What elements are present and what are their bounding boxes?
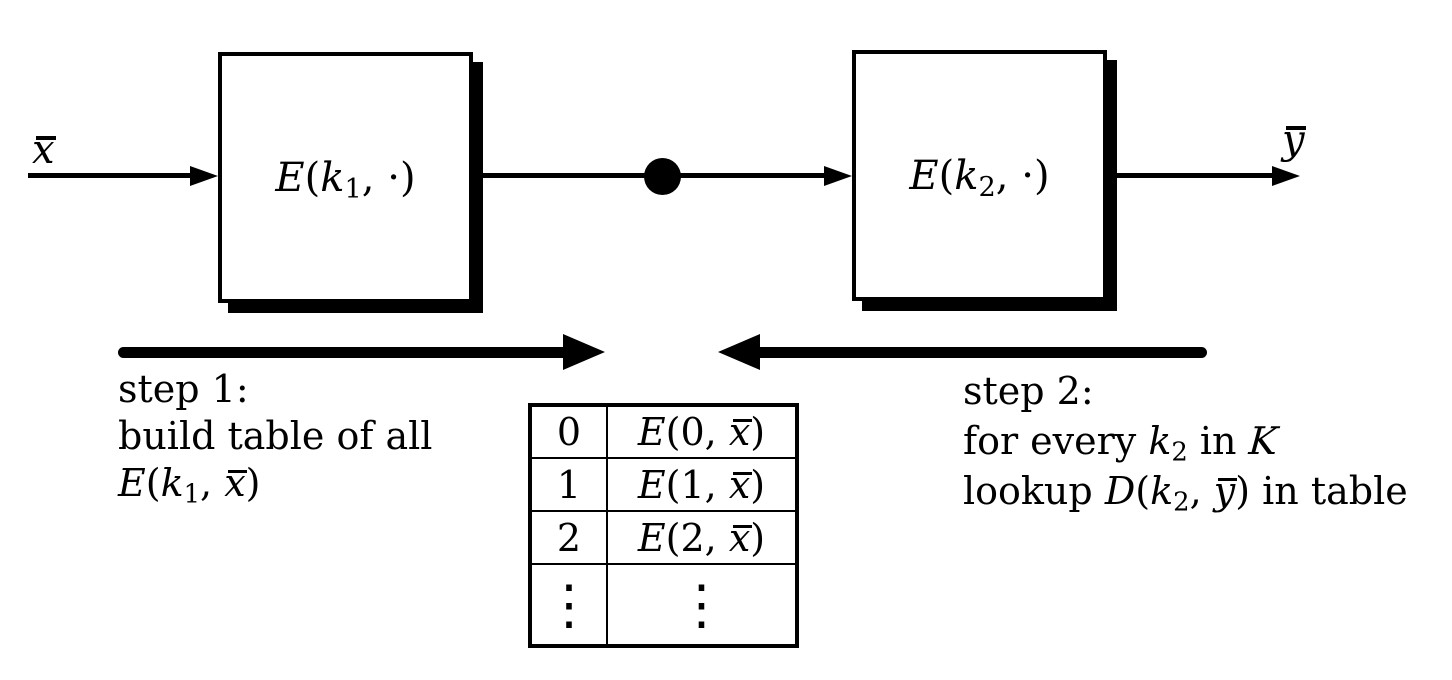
math-segment: 0 (556, 410, 582, 454)
math-segment: k (954, 152, 979, 199)
table-cell: 2 (529, 510, 608, 565)
math-segment: ( (145, 461, 161, 505)
step1-arrow-shaft (118, 347, 570, 358)
math-segment: y (1282, 117, 1306, 163)
math-segment: ( (938, 152, 955, 199)
math-segment: 2 (556, 515, 582, 560)
table-row: ⋮⋮ (529, 563, 798, 647)
math-segment: k (320, 154, 345, 201)
step2-caption: step 2: for every k2 in K lookup D(k2, y… (963, 366, 1408, 516)
math-segment: k (1150, 469, 1174, 513)
math-segment: , (361, 154, 388, 201)
table-row: 1 E(1, x) (529, 457, 798, 512)
math-segment: ) (750, 410, 766, 454)
output-arrowhead-icon (1272, 166, 1300, 186)
math-segment: 1 (556, 462, 582, 507)
step1-line2: build table of all (118, 414, 433, 458)
step2-line2: for every k2 in K (963, 416, 1408, 466)
encryption-box-2-label: E(k2, ·) (909, 152, 1050, 203)
table-row: 2 E(2, x) (529, 510, 798, 565)
math-segment: x (728, 515, 753, 560)
math-segment: in (1187, 419, 1249, 463)
math-segment: , (1189, 469, 1214, 513)
math-segment: E (637, 515, 666, 560)
encryption-box-2: E(k2, ·) (852, 50, 1107, 301)
step1-line1: step 1: (118, 367, 249, 411)
math-segment: x (728, 462, 753, 507)
table-cell: ⋮ (529, 563, 608, 647)
math-segment: in table (1250, 469, 1408, 513)
math-segment: · (1021, 152, 1034, 199)
encryption-box-1-label: E(k1, ·) (275, 154, 416, 205)
math-segment: · (387, 154, 400, 201)
step1-arrowhead-icon (563, 334, 605, 370)
table-cell: E(1, x) (606, 457, 798, 512)
step2-line1: step 2: (963, 369, 1094, 413)
table-row: 0 E(0, x) (529, 404, 798, 459)
math-segment: (1, (665, 462, 729, 507)
math-segment: E (275, 154, 305, 201)
math-segment: D (1104, 469, 1136, 513)
math-segment: 1 (183, 479, 201, 510)
math-segment: ( (1135, 469, 1151, 513)
math-segment: x (728, 410, 753, 454)
math-segment: ) (1235, 469, 1251, 513)
math-segment: x (32, 127, 56, 173)
middle-arrowhead-icon (824, 166, 852, 186)
math-segment: ⋮ (542, 573, 596, 636)
math-segment: ( (304, 154, 321, 201)
table-cell: E(0, x) (606, 404, 798, 459)
math-segment: E (637, 410, 666, 454)
table-cell: 1 (529, 457, 608, 512)
math-segment: x (224, 461, 248, 505)
math-segment: lookup (963, 469, 1105, 513)
input-wire (28, 173, 196, 178)
math-segment: E (637, 462, 666, 507)
math-segment: k (160, 461, 184, 505)
math-segment: y (1213, 469, 1238, 513)
math-segment: ⋮ (674, 573, 729, 636)
output-label-ybar: y (1282, 116, 1306, 164)
junction-dot (644, 158, 681, 195)
table-cell: 0 (529, 404, 608, 459)
math-segment: 2 (1171, 437, 1188, 468)
table-cell: E(2, x) (606, 510, 798, 565)
table-cell: ⋮ (606, 563, 798, 647)
math-segment: ) (245, 461, 261, 505)
math-segment: k (1148, 419, 1172, 463)
math-segment: (0, (665, 410, 729, 454)
output-wire (1111, 173, 1273, 178)
math-segment: , (995, 152, 1022, 199)
step2-arrow-shaft (752, 347, 1207, 358)
math-segment: , (200, 461, 225, 505)
encryption-box-1: E(k1, ·) (218, 52, 473, 303)
math-segment: 2 (1173, 487, 1190, 518)
math-segment: ) (750, 515, 766, 560)
input-label-xbar: x (32, 126, 56, 174)
math-segment: E (909, 152, 939, 199)
math-segment: ) (1033, 152, 1050, 199)
step2-line3: lookup D(k2, y) in table (963, 466, 1408, 516)
math-segment: K (1247, 419, 1279, 463)
math-segment: ) (399, 154, 416, 201)
math-segment: for every (963, 419, 1149, 463)
step1-caption: step 1: build table of all E(k1, x) (118, 366, 432, 507)
math-segment: 2 (978, 171, 996, 203)
math-segment: (2, (665, 515, 729, 560)
math-segment: ) (750, 462, 766, 507)
step1-line3: E(k1, x) (118, 460, 432, 507)
math-segment: E (118, 461, 146, 505)
math-segment: 1 (344, 173, 362, 205)
input-arrowhead-icon (190, 166, 218, 186)
